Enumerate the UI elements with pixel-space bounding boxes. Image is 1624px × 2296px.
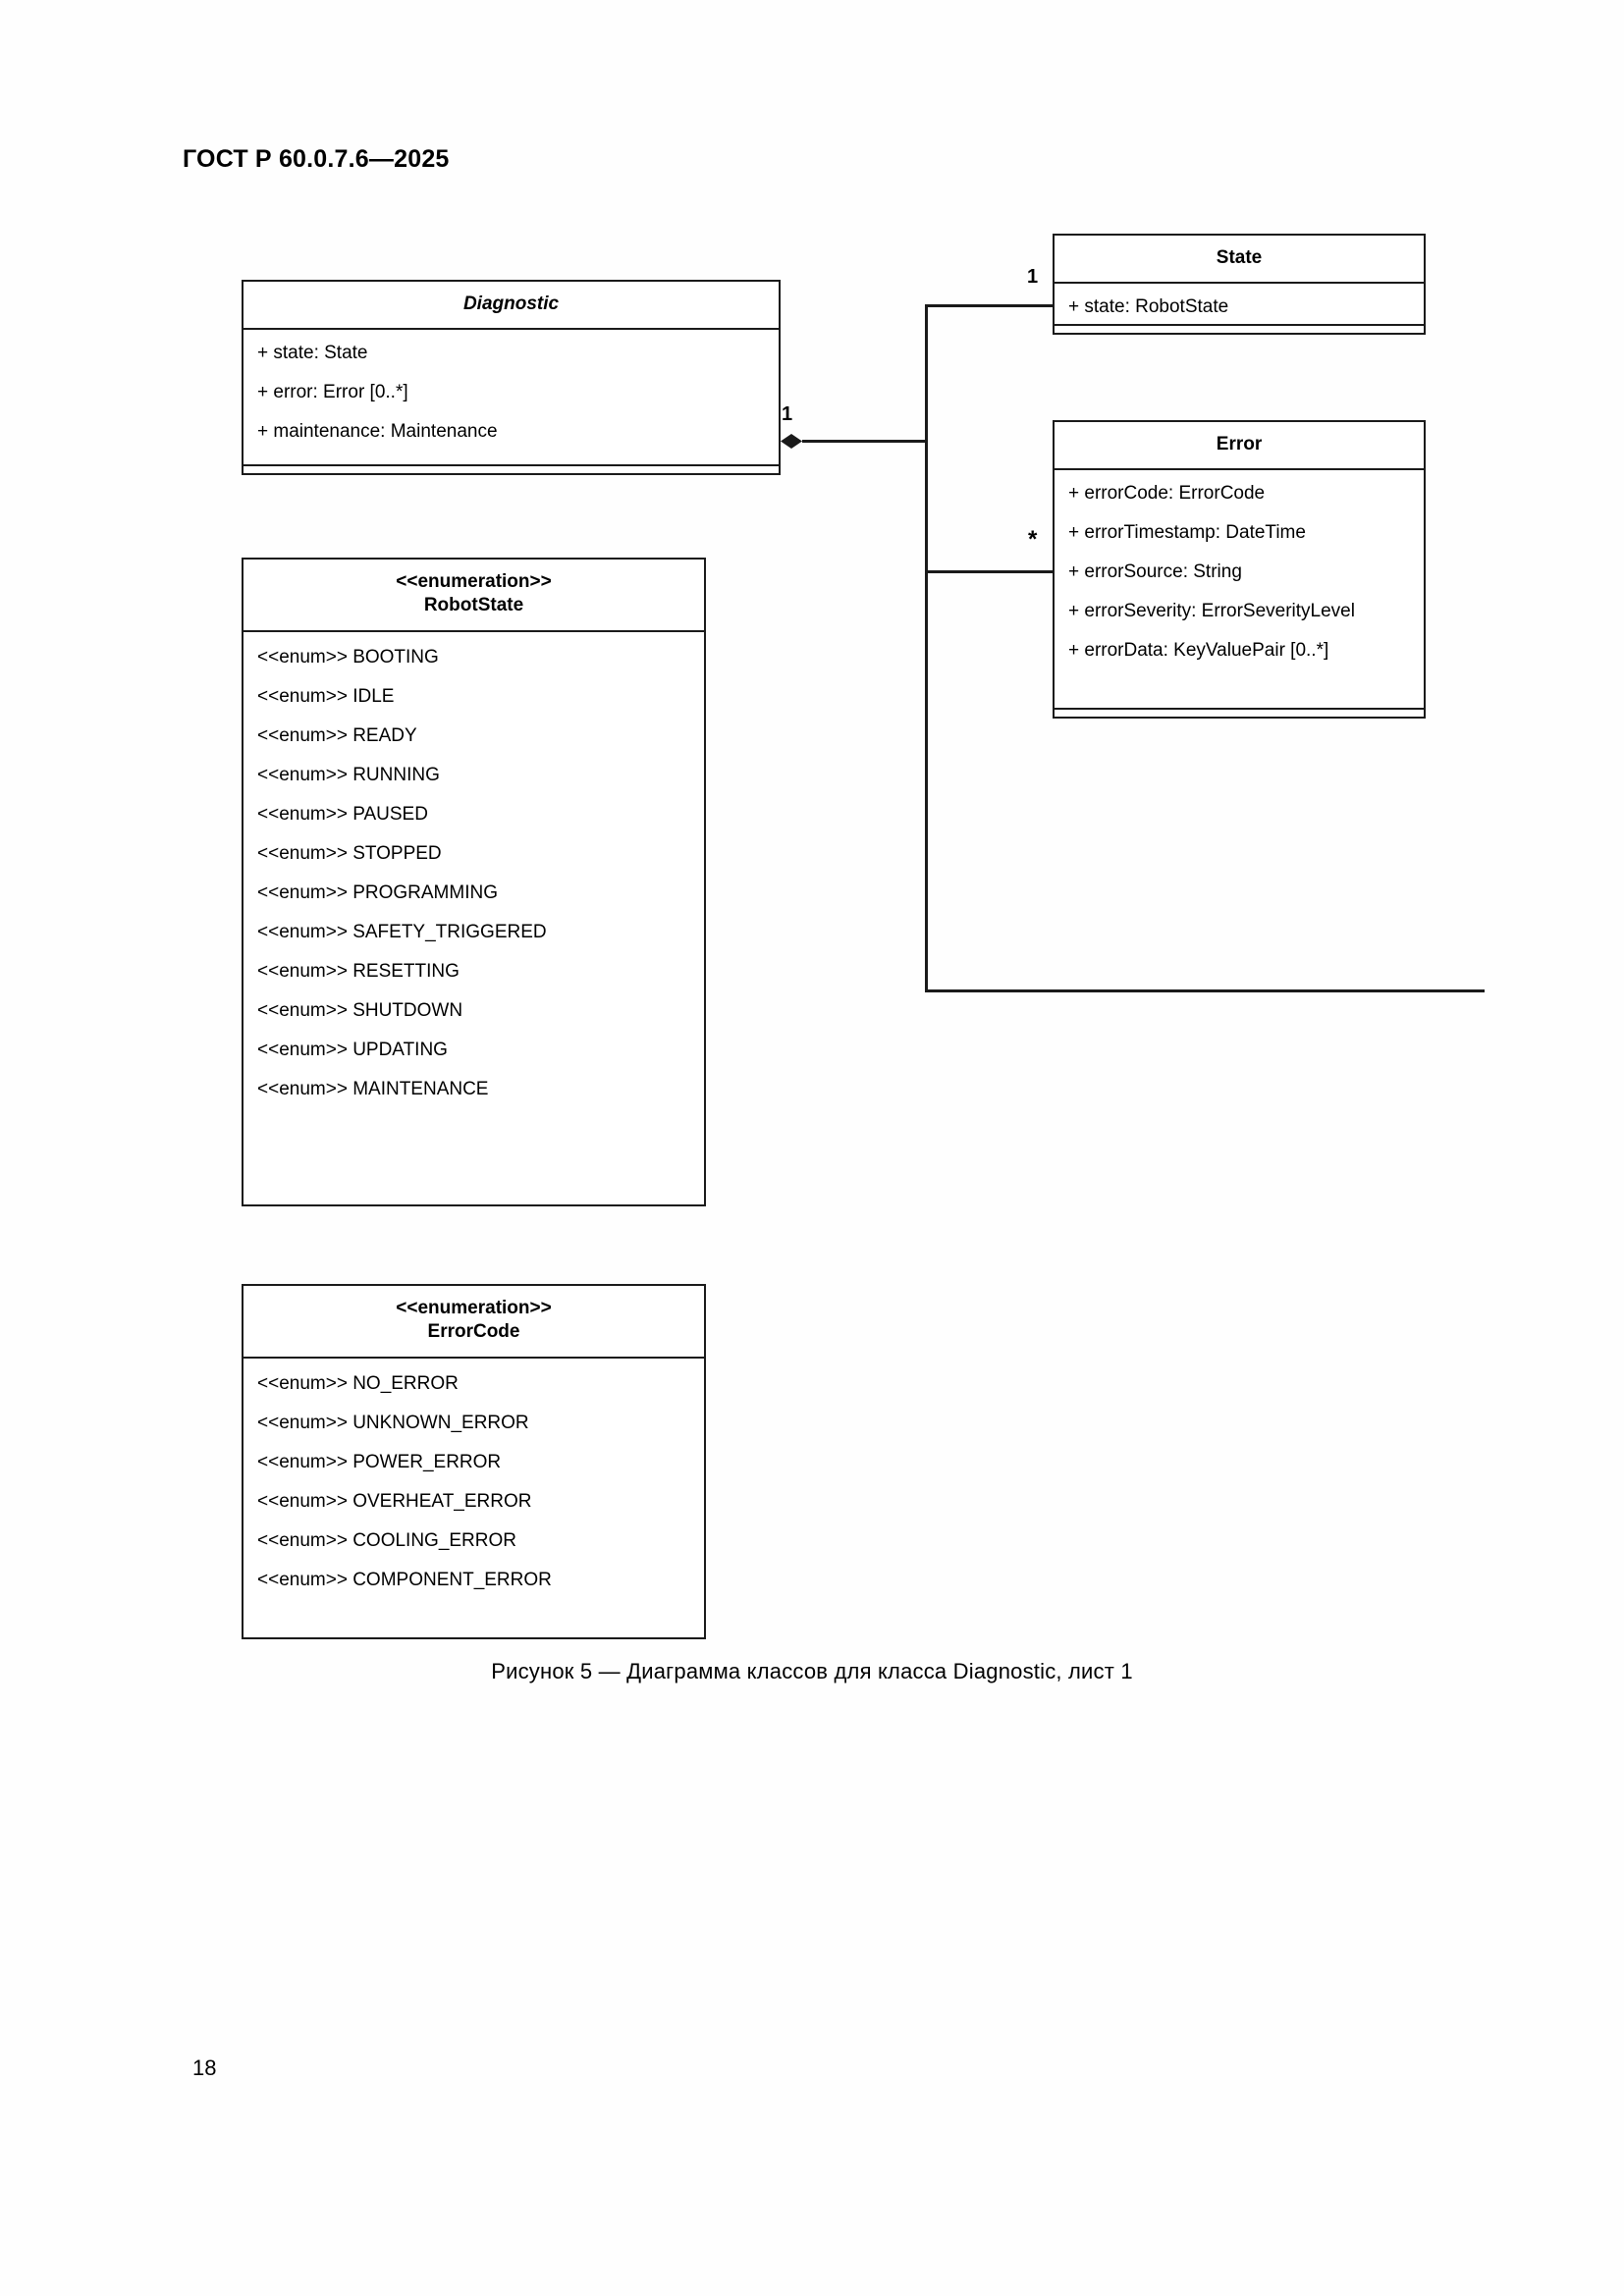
enum-name: RobotState — [423, 595, 524, 616]
enum-literal: <<enum>> MAINTENANCE — [257, 1078, 489, 1099]
enum-literal: <<enum>> COOLING_ERROR — [257, 1529, 516, 1551]
enum-literal: <<enum>> PAUSED — [257, 803, 428, 825]
page-number: 18 — [192, 2056, 217, 2080]
class-attribute: + error: Error [0..*] — [257, 382, 408, 403]
enum-literal: <<enum>> NO_ERROR — [257, 1372, 459, 1394]
association-line-horizontal — [802, 440, 927, 443]
class-attribute: + errorData: KeyValuePair [0..*] — [1068, 640, 1329, 662]
enum-box-errorcode: <<enumeration>> ErrorCode <<enum>> NO_ER… — [242, 1284, 706, 1639]
class-attributes-diagnostic: + state: State + error: Error [0..*] + m… — [244, 330, 779, 454]
enum-literal: <<enum>> RESETTING — [257, 960, 460, 982]
enum-literal: <<enum>> POWER_ERROR — [257, 1451, 502, 1472]
class-attribute: + errorSource: String — [1068, 561, 1242, 583]
class-attribute: + state: State — [257, 343, 368, 364]
enum-literal: <<enum>> PROGRAMMING — [257, 881, 498, 903]
enum-literal: <<enum>> IDLE — [257, 685, 395, 707]
document-header: ГОСТ Р 60.0.7.6—2025 — [183, 145, 450, 173]
enum-literal: <<enum>> OVERHEAT_ERROR — [257, 1490, 532, 1512]
class-operations-state — [1055, 324, 1424, 333]
class-attributes-error: + errorCode: ErrorCode + errorTimestamp:… — [1055, 470, 1424, 673]
enum-stereotype: <<enumeration>> — [396, 1298, 552, 1318]
class-attributes-state: + state: RobotState — [1055, 284, 1424, 330]
multiplicity-state-end: 1 — [1027, 266, 1039, 288]
class-operations-error — [1055, 708, 1424, 717]
multiplicity-error-end: * — [1028, 526, 1038, 553]
class-title-diagnostic: Diagnostic — [244, 282, 779, 331]
class-box-state: State + state: RobotState — [1053, 234, 1426, 335]
enum-title-robotstate: <<enumeration>> RobotState — [244, 560, 704, 632]
class-box-diagnostic: Diagnostic + state: State + error: Error… — [242, 280, 781, 475]
enum-stereotype: <<enumeration>> — [396, 571, 552, 592]
enum-literal: <<enum>> COMPONENT_ERROR — [257, 1569, 552, 1590]
class-box-error: Error + errorCode: ErrorCode + errorTime… — [1053, 420, 1426, 719]
class-attribute: + errorCode: ErrorCode — [1068, 483, 1266, 505]
enum-literal: <<enum>> UPDATING — [257, 1039, 448, 1060]
enum-box-robotstate: <<enumeration>> RobotState <<enum>> BOOT… — [242, 558, 706, 1206]
class-attribute: + maintenance: Maintenance — [257, 421, 498, 443]
multiplicity-composition-source: 1 — [782, 403, 793, 425]
enum-literal: <<enum>> STOPPED — [257, 842, 442, 864]
class-attribute: + errorTimestamp: DateTime — [1068, 522, 1306, 544]
enum-literal: <<enum>> BOOTING — [257, 646, 439, 667]
enum-title-errorcode: <<enumeration>> ErrorCode — [244, 1286, 704, 1359]
class-title-error: Error — [1055, 422, 1424, 471]
association-continuation-line — [925, 989, 1485, 992]
composition-diamond — [781, 434, 802, 449]
figure-caption: Рисунок 5 — Диаграмма классов для класса… — [491, 1659, 1133, 1683]
association-line-to-state — [925, 304, 1055, 307]
association-line-to-error — [925, 570, 1055, 573]
class-attribute: + state: RobotState — [1068, 296, 1229, 318]
enum-name: ErrorCode — [427, 1321, 520, 1343]
class-title-state: State — [1055, 236, 1424, 285]
enum-literals-robotstate: <<enum>> BOOTING <<enum>> IDLE <<enum>> … — [244, 632, 704, 1112]
enum-literal: <<enum>> UNKNOWN_ERROR — [257, 1412, 529, 1433]
class-attribute: + errorSeverity: ErrorSeverityLevel — [1068, 601, 1355, 622]
enum-literal: <<enum>> RUNNING — [257, 764, 440, 785]
enum-literals-errorcode: <<enum>> NO_ERROR <<enum>> UNKNOWN_ERROR… — [244, 1359, 704, 1603]
enum-literal: <<enum>> SHUTDOWN — [257, 999, 463, 1021]
enum-literal: <<enum>> READY — [257, 724, 417, 746]
enum-literal: <<enum>> SAFETY_TRIGGERED — [257, 921, 547, 942]
class-operations-diagnostic — [244, 464, 779, 473]
association-trunk-vertical — [925, 304, 928, 991]
